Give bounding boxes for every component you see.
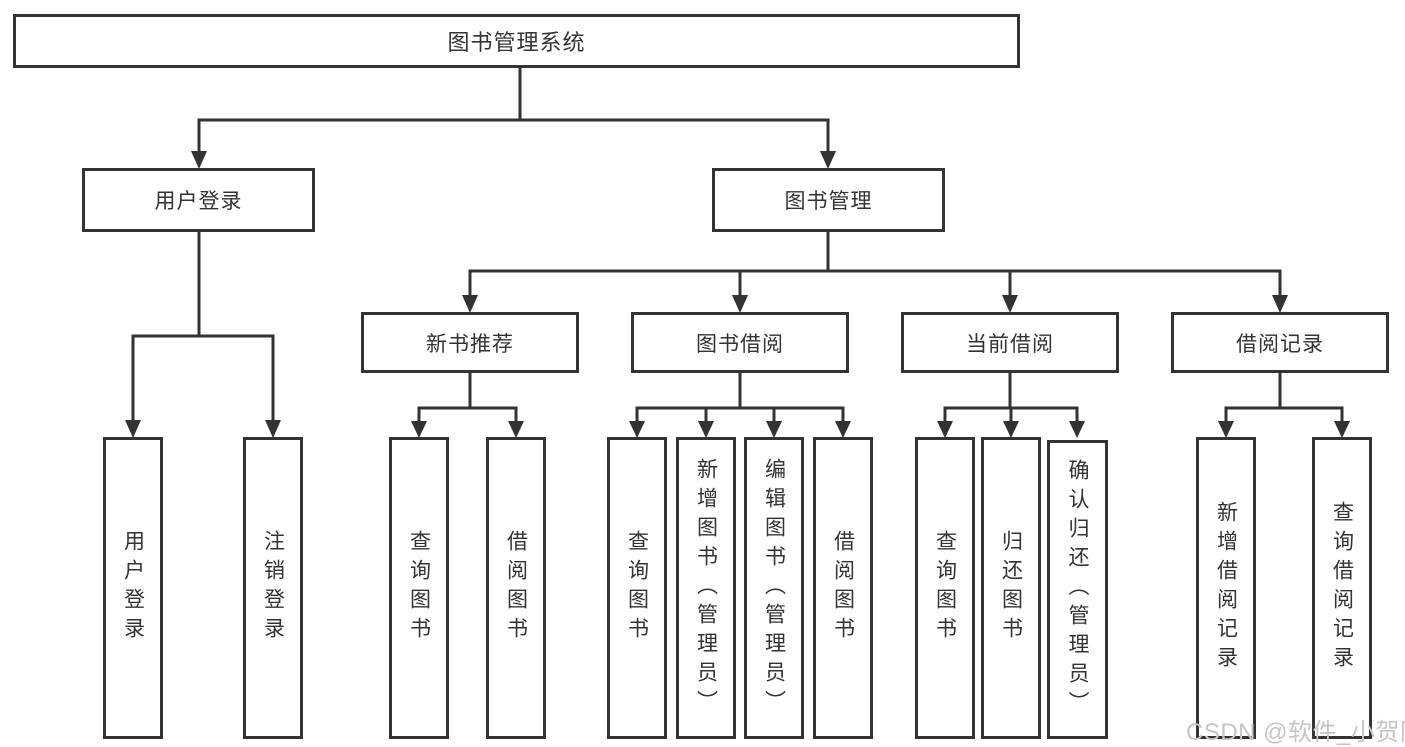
leaf-borrow-books-2: 借阅图书 bbox=[813, 437, 873, 739]
leaf-label: 新增借阅记录 bbox=[1214, 501, 1238, 675]
connector-borrow-records bbox=[1224, 373, 1344, 423]
connector-book-borrowing bbox=[635, 373, 845, 423]
leaf-add-book-admin: 新增图书（管理员） bbox=[676, 437, 736, 739]
connector-new-book-recommend bbox=[417, 373, 518, 423]
watermark: CSDN @软件_小贺同学 bbox=[1186, 719, 1405, 746]
node-label: 用户登录 bbox=[154, 190, 243, 213]
leaf-edit-book-admin: 编辑图书（管理员） bbox=[744, 437, 804, 739]
leaf-label: 借阅图书 bbox=[504, 530, 528, 646]
leaf-label: 注销登录 bbox=[261, 530, 285, 646]
leaf-query-borrow-record: 查询借阅记录 bbox=[1312, 437, 1372, 739]
node-label: 图书管理 bbox=[784, 190, 873, 213]
leaf-user-login: 用户登录 bbox=[103, 437, 163, 739]
node-label: 图书管理系统 bbox=[447, 30, 586, 55]
node-label: 当前借阅 bbox=[966, 332, 1054, 356]
leaf-add-borrow-record: 新增借阅记录 bbox=[1196, 437, 1256, 739]
leaf-label: 用户登录 bbox=[121, 530, 145, 646]
leaf-query-books-1: 查询图书 bbox=[389, 437, 449, 739]
leaf-query-books-2: 查询图书 bbox=[607, 437, 667, 739]
connector-root bbox=[197, 68, 830, 153]
node-user-login: 用户登录 bbox=[82, 168, 315, 232]
node-new-book-recommend: 新书推荐 bbox=[361, 312, 579, 373]
node-book-borrowing: 图书借阅 bbox=[631, 312, 849, 373]
leaf-label: 借阅图书 bbox=[831, 530, 855, 646]
connector-user-login bbox=[131, 232, 275, 422]
arrowheads bbox=[125, 151, 1350, 438]
leaf-label: 编辑图书（管理员） bbox=[762, 457, 786, 719]
leaf-return-books: 归还图书 bbox=[981, 437, 1041, 739]
leaf-label: 查询图书 bbox=[625, 530, 649, 646]
leaf-confirm-return-admin: 确认归还（管理员） bbox=[1047, 440, 1108, 739]
leaf-label: 查询图书 bbox=[407, 530, 431, 646]
connector-current-borrowing bbox=[943, 373, 1079, 423]
node-current-borrowing: 当前借阅 bbox=[901, 312, 1119, 373]
leaf-logout: 注销登录 bbox=[243, 437, 303, 739]
node-borrow-records: 借阅记录 bbox=[1171, 312, 1389, 373]
node-label: 图书借阅 bbox=[696, 332, 784, 356]
leaf-label: 新增图书（管理员） bbox=[694, 457, 718, 719]
leaf-label: 归还图书 bbox=[999, 530, 1023, 646]
leaf-label: 查询图书 bbox=[933, 530, 957, 646]
node-label: 新书推荐 bbox=[426, 332, 514, 356]
leaf-label: 确认归还（管理员） bbox=[1066, 459, 1089, 720]
leaf-query-books-3: 查询图书 bbox=[915, 437, 975, 739]
leaf-borrow-books-1: 借阅图书 bbox=[486, 437, 546, 739]
node-label: 借阅记录 bbox=[1236, 332, 1324, 356]
node-library-system: 图书管理系统 bbox=[13, 14, 1020, 68]
connector-book-management bbox=[468, 232, 1282, 297]
leaf-label: 查询借阅记录 bbox=[1330, 501, 1354, 675]
node-book-management: 图书管理 bbox=[712, 168, 945, 232]
